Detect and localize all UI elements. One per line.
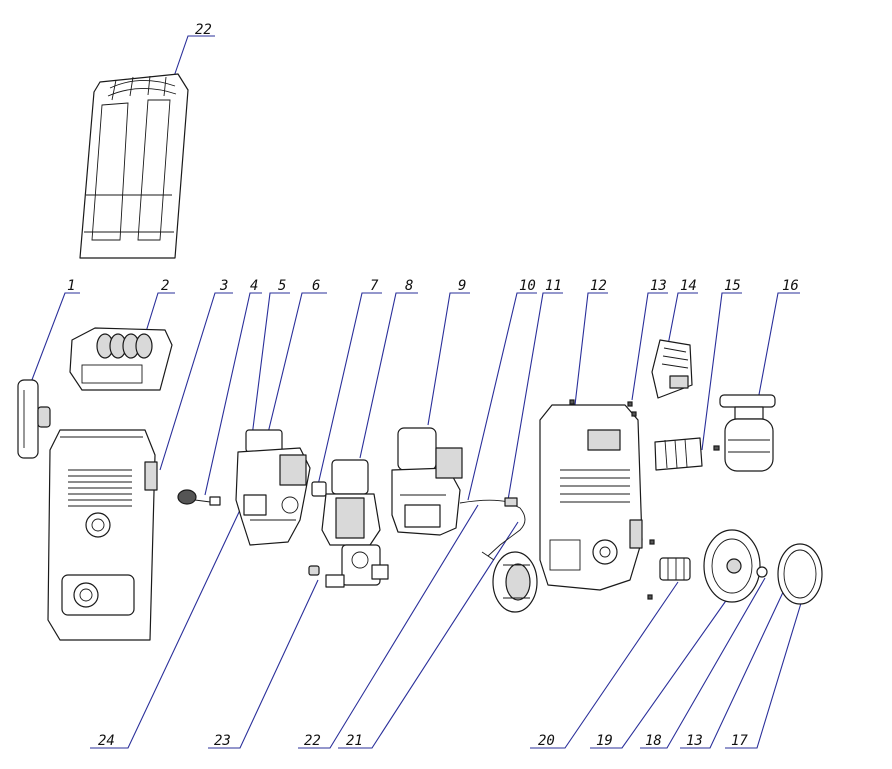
- callout-8: 8: [405, 278, 413, 294]
- leader-12: [574, 292, 608, 406]
- part-18-washer: [756, 566, 768, 578]
- leader-13-bottom: [680, 587, 786, 749]
- part-17-ring: [777, 543, 823, 605]
- leader-1: [29, 292, 80, 386]
- leader-21: [338, 521, 519, 749]
- part-10-11-cord: [459, 497, 526, 561]
- part-20-connector: [659, 557, 691, 581]
- callout-2: 2: [161, 278, 169, 294]
- callout-9: 9: [458, 278, 466, 294]
- part-14-clip: [651, 339, 693, 399]
- part-23-nub: [308, 565, 320, 576]
- leader-4: [204, 292, 262, 496]
- callout-4: 4: [250, 278, 258, 294]
- leader-5: [244, 292, 290, 493]
- part-21-disk: [492, 551, 538, 613]
- leader-15: [701, 292, 742, 451]
- leader-11: [507, 292, 563, 501]
- part-19-wheel: [703, 529, 761, 603]
- leader-16: [757, 292, 800, 401]
- leader-3: [159, 292, 233, 471]
- part-2-grip: [69, 327, 173, 391]
- callout-15: 15: [724, 278, 741, 294]
- leader-24: [90, 509, 241, 749]
- callout-labels: 22 1 2 3 4 5 6 7 8 9 10 11 12 13 14 15 1…: [67, 22, 799, 749]
- callout-17: 17: [731, 733, 748, 749]
- leader-14: [667, 292, 698, 346]
- callout-3: 3: [219, 278, 228, 294]
- leader-7: [317, 292, 382, 486]
- callout-23: 23: [214, 733, 231, 749]
- callout-11: 11: [545, 278, 562, 294]
- callout-6: 6: [312, 278, 320, 294]
- callout-20: 20: [538, 733, 555, 749]
- part-8-motor: [321, 459, 389, 588]
- callout-5: 5: [278, 278, 286, 294]
- part-24-fitting: [177, 489, 221, 506]
- leader-19: [590, 594, 731, 749]
- callout-21: 21: [346, 733, 363, 749]
- leader-20: [530, 581, 679, 749]
- callout-13-bottom: 13: [686, 733, 703, 749]
- leader-10: [467, 292, 537, 501]
- callout-13-top: 13: [650, 278, 667, 294]
- part-12-rear-housing: [539, 404, 643, 591]
- callout-14: 14: [680, 278, 697, 294]
- part-13-screws: [569, 399, 655, 600]
- leader-18: [640, 577, 766, 749]
- leader-6: [267, 292, 327, 434]
- callout-16: 16: [782, 278, 799, 294]
- callout-24: 24: [98, 733, 115, 749]
- callout-22-top: 22: [195, 22, 212, 38]
- part-7-block: [311, 481, 327, 497]
- part-16-bottle: [719, 394, 776, 472]
- leader-9: [427, 292, 470, 426]
- callout-12: 12: [590, 278, 607, 294]
- leader-lines: [29, 35, 806, 749]
- leader-2: [144, 292, 175, 336]
- callout-19: 19: [596, 733, 613, 749]
- callout-7: 7: [370, 278, 379, 294]
- leader-17: [725, 589, 806, 749]
- callout-10: 10: [519, 278, 536, 294]
- part-15-accessory: [654, 437, 720, 471]
- leader-22-bottom: [298, 504, 479, 749]
- leader-8: [359, 292, 418, 459]
- leader-23: [208, 579, 319, 749]
- part-9-motor: [391, 427, 463, 536]
- callout-22-bottom: 22: [304, 733, 321, 749]
- part-handle: [79, 73, 189, 259]
- callout-1: 1: [67, 278, 75, 294]
- part-front-housing: [47, 429, 158, 641]
- leader-22-top: [169, 35, 215, 89]
- part-1-plate: [17, 379, 51, 459]
- leader-13-top: [631, 292, 668, 401]
- callout-18: 18: [645, 733, 662, 749]
- part-6-pump: [235, 429, 311, 546]
